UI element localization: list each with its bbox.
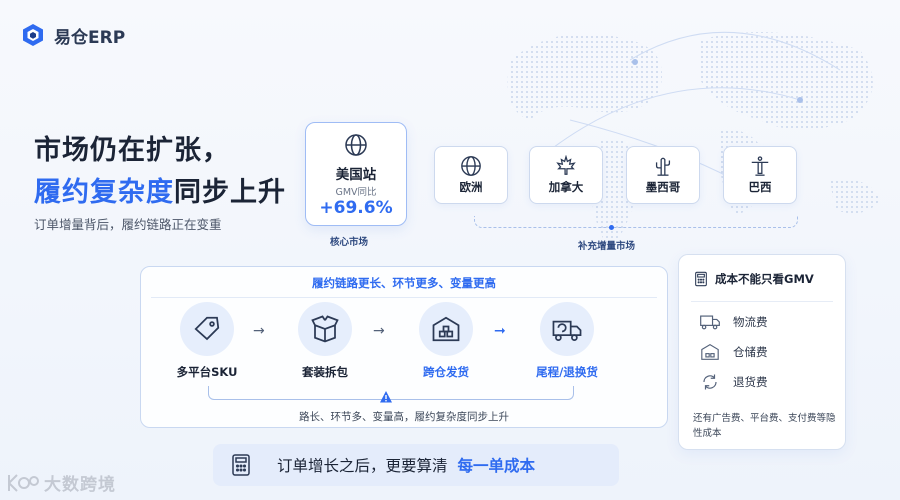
chain-step-label: 多平台SKU <box>176 365 238 379</box>
chain-title: 履约链路更长、环节更多、变量更高 <box>312 276 496 290</box>
chain-bracket <box>208 386 574 400</box>
bottom-callout: 订单增长之后，更要算清 每一单成本 <box>213 444 619 486</box>
cost-card-divider <box>691 301 833 302</box>
globe-icon <box>461 156 481 176</box>
globe-icon <box>345 134 367 156</box>
warehouse-icon <box>701 343 719 360</box>
calculator-icon <box>232 454 250 476</box>
warehouse-icon <box>432 316 460 342</box>
tag-icon <box>194 316 220 341</box>
watermark-logo-icon <box>8 473 39 492</box>
cost-item-label: 物流费 <box>733 315 768 329</box>
chain-note: 路长、环节多、变量高，履约复杂度同步上升 <box>299 411 509 423</box>
market-card-brazil: 巴西 <box>723 146 797 204</box>
cost-item-storage: 仓储费 <box>699 343 768 361</box>
cost-card: 成本不能只看GMV 物流费 仓储费 退货费 还有广告费、平台费、支付费等隐性成本 <box>678 254 846 450</box>
bottom-callout-text: 订单增长之后，更要算清 <box>277 457 448 475</box>
hero-subtitle: 订单增量背后，履约链路正在变重 <box>34 217 222 232</box>
core-market-metric-value: +69.6% <box>319 198 393 218</box>
core-market-metric-label: GMV同比 <box>335 187 377 198</box>
refresh-icon <box>703 374 717 390</box>
core-market-label: 核心市场 <box>330 237 369 248</box>
market-group-dot <box>609 225 614 230</box>
maple-leaf-icon <box>556 154 576 175</box>
watermark-text: 大数跨境 <box>44 475 116 495</box>
market-name: 加拿大 <box>548 180 584 194</box>
world-map-background <box>507 31 880 250</box>
brand-logo: 易仓ERP <box>20 22 125 48</box>
chain-step-cross-warehouse: 跨仓发货 <box>406 302 486 380</box>
truck-icon <box>700 315 720 330</box>
chain-step-label: 尾程/退换货 <box>536 365 598 379</box>
brand-name: 易仓ERP <box>54 27 126 48</box>
warning-icon <box>380 391 392 403</box>
market-card-europe: 欧洲 <box>434 146 508 204</box>
supplementary-market-label: 补充增量市场 <box>578 241 636 252</box>
hero-title-line2: 履约复杂度同步上升 <box>34 170 286 209</box>
bottom-callout-highlight: 每一单成本 <box>457 457 536 475</box>
market-card-mexico: 墨西哥 <box>626 146 700 204</box>
truck-return-icon <box>552 320 582 341</box>
cost-note: 还有广告费、平台费、支付费等隐性成本 <box>693 413 836 439</box>
christ-statue-icon <box>751 156 769 176</box>
cost-item-logistics: 物流费 <box>699 313 768 331</box>
hero-highlight: 履约复杂度 <box>34 177 174 208</box>
cost-item-returns: 退货费 <box>699 373 768 391</box>
hero-title-rest: 同步上升 <box>174 177 286 208</box>
open-box-icon <box>311 315 339 343</box>
cost-item-label: 仓储费 <box>733 345 768 359</box>
cost-item-label: 退货费 <box>733 375 768 389</box>
core-market-card: 美国站 GMV同比 +69.6% <box>305 122 407 226</box>
chain-title-divider <box>151 297 657 298</box>
chain-step-last-mile: 尾程/退换货 <box>527 302 607 380</box>
watermark: 大数跨境 <box>6 470 116 495</box>
chain-step-unbundle: 套装拆包 <box>285 302 365 380</box>
cactus-icon <box>655 157 671 176</box>
market-name: 墨西哥 <box>645 180 681 194</box>
chain-step-sku: 多平台SKU <box>167 302 247 380</box>
hero-title-line1: 市场仍在扩张， <box>34 135 230 166</box>
calculator-icon <box>695 271 707 287</box>
market-card-canada: 加拿大 <box>529 146 603 204</box>
chain-step-label: 套装拆包 <box>302 365 348 379</box>
chain-step-label: 跨仓发货 <box>423 365 469 379</box>
cost-card-header: 成本不能只看GMV <box>693 271 814 287</box>
arrow-right-icon: → <box>253 323 265 339</box>
market-name: 巴西 <box>748 180 772 194</box>
arrow-right-icon: ➞ <box>494 323 506 339</box>
cube-logo-icon <box>23 24 43 46</box>
core-market-name: 美国站 <box>335 167 377 183</box>
cost-card-title: 成本不能只看GMV <box>715 272 814 286</box>
market-group-bracket <box>474 216 798 228</box>
market-name: 欧洲 <box>459 180 483 194</box>
arrow-right-icon: → <box>373 323 385 339</box>
